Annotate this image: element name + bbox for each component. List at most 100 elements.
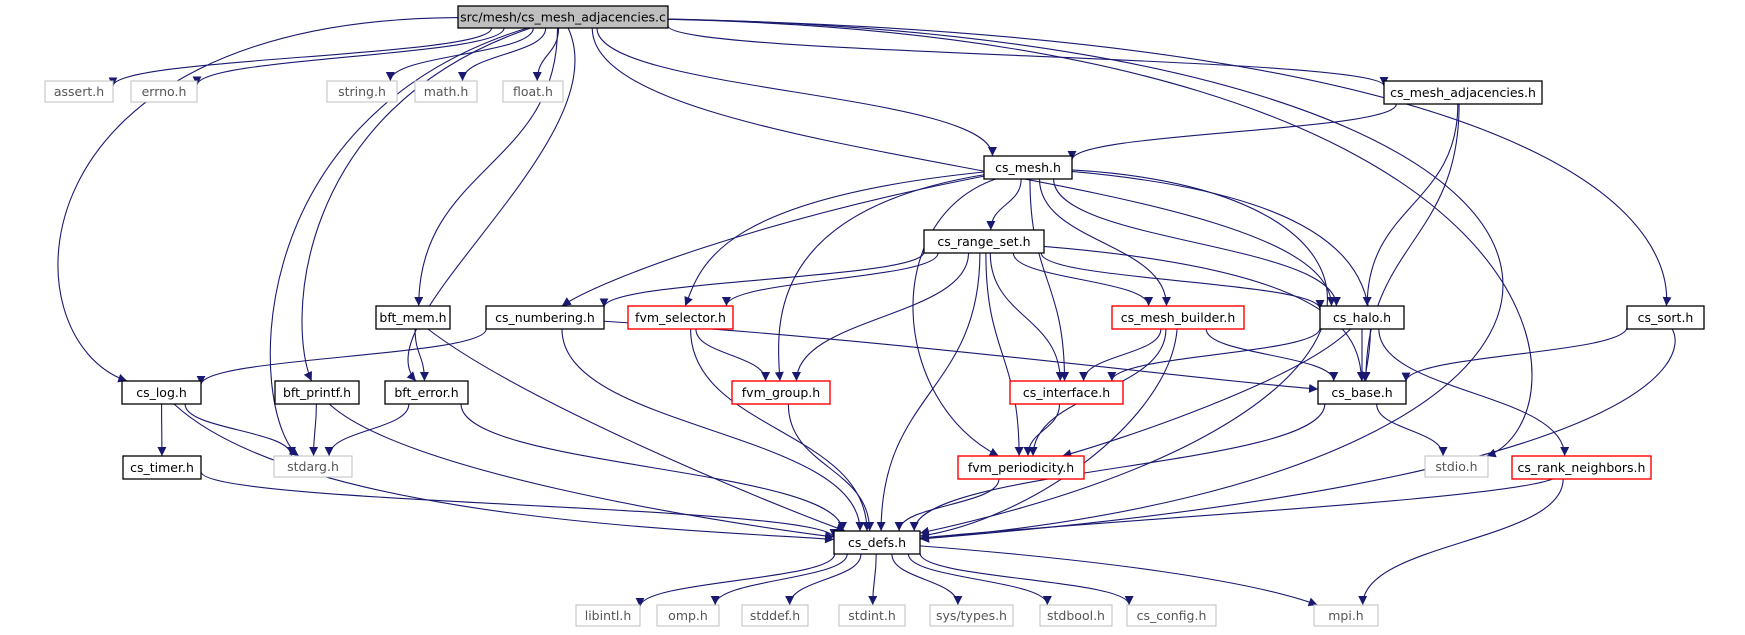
- node-box: [983, 155, 1073, 180]
- node-fvm-group[interactable]: fvm_group.h: [731, 380, 831, 405]
- node-string[interactable]: string.h: [326, 80, 398, 103]
- edge-bft-printf-to-defs: [328, 403, 835, 541]
- edge-mesh-builder-to-base: [1205, 328, 1339, 382]
- edge-root-to-bft-mem: [414, 27, 559, 307]
- node-base[interactable]: cs_base.h: [1317, 380, 1407, 405]
- node-label: bft_printf.h: [283, 385, 351, 400]
- node-label: sys/types.h: [936, 608, 1007, 623]
- edge-root-to-float: [532, 27, 560, 82]
- node-label: bft_error.h: [394, 385, 458, 400]
- edge-range-set-to-mesh-builder: [1012, 252, 1154, 307]
- edge-range-set-to-defs: [876, 252, 981, 532]
- node-box: [384, 380, 469, 405]
- node-label: cs_base.h: [1331, 385, 1392, 400]
- node-box: [1383, 80, 1543, 105]
- edge-mesh-to-base: [1071, 170, 1371, 382]
- node-box: [1039, 604, 1113, 627]
- edge-root-to-string: [385, 27, 534, 82]
- node-defs[interactable]: cs_defs.h: [833, 530, 921, 555]
- node-root[interactable]: src/mesh/cs_mesh_adjacencies.c: [457, 5, 669, 29]
- node-label: cs_defs.h: [848, 535, 906, 550]
- edge-mesh-to-range-set: [986, 178, 1022, 231]
- edge-root-to-defs: [667, 18, 1504, 543]
- node-halo[interactable]: cs_halo.h: [1319, 305, 1405, 330]
- node-assert[interactable]: assert.h: [44, 80, 114, 103]
- edge-root-to-bft-printf: [301, 27, 531, 382]
- node-box: [1317, 380, 1407, 405]
- node-mesh[interactable]: cs_mesh.h: [983, 155, 1073, 180]
- node-fvm-periodicity[interactable]: fvm_periodicity.h: [957, 455, 1085, 480]
- node-label: libintl.h: [585, 608, 632, 623]
- node-box: [326, 80, 398, 103]
- node-mpi[interactable]: mpi.h: [1313, 604, 1379, 627]
- node-fvm-selector[interactable]: fvm_selector.h: [627, 305, 734, 330]
- node-errno[interactable]: errno.h: [130, 80, 198, 103]
- node-interface[interactable]: cs_interface.h: [1009, 380, 1124, 405]
- edge-halo-to-rank-neighbors: [1378, 328, 1570, 457]
- node-adj-h[interactable]: cs_mesh_adjacencies.h: [1383, 80, 1543, 105]
- edge-range-set-to-fvm-group: [791, 252, 970, 382]
- node-stdbool[interactable]: stdbool.h: [1039, 604, 1113, 627]
- node-box: [502, 80, 564, 103]
- edge-halo-to-interface: [1107, 328, 1321, 382]
- node-numbering[interactable]: cs_numbering.h: [485, 305, 605, 330]
- node-box: [1313, 604, 1379, 627]
- edge-defs-to-config: [919, 552, 1134, 606]
- edge-fvm-selector-to-fvm-group: [695, 328, 771, 382]
- node-sort[interactable]: cs_sort.h: [1626, 305, 1705, 330]
- node-stddef[interactable]: stddef.h: [741, 604, 809, 627]
- node-mesh-builder[interactable]: cs_mesh_builder.h: [1111, 305, 1245, 330]
- node-sys-types[interactable]: sys/types.h: [929, 604, 1014, 627]
- node-timer[interactable]: cs_timer.h: [122, 455, 202, 480]
- node-box: [741, 604, 809, 627]
- node-bft-printf[interactable]: bft_printf.h: [274, 380, 360, 405]
- node-omp[interactable]: omp.h: [656, 604, 720, 627]
- node-config[interactable]: cs_config.h: [1126, 604, 1217, 627]
- node-box: [122, 455, 202, 480]
- node-log[interactable]: cs_log.h: [121, 380, 202, 405]
- edge-mesh-to-interface: [1029, 178, 1070, 382]
- node-box: [1111, 305, 1245, 330]
- edge-root-to-mesh: [596, 27, 997, 157]
- node-box: [121, 380, 202, 405]
- node-box: [1424, 455, 1489, 478]
- node-label: float.h: [513, 84, 553, 99]
- edge-defs-to-mpi: [919, 545, 1318, 607]
- node-label: cs_log.h: [136, 385, 187, 400]
- node-label: mpi.h: [1328, 608, 1363, 623]
- edge-bft-error-to-stdarg: [324, 403, 410, 457]
- edge-defs-to-libintl: [635, 553, 836, 607]
- edge-bft-mem-to-defs: [427, 328, 846, 533]
- node-label: string.h: [338, 84, 386, 99]
- node-box: [923, 229, 1045, 254]
- node-stdio[interactable]: stdio.h: [1424, 455, 1489, 478]
- edge-root-to-stdio: [667, 18, 1533, 458]
- edge-sort-to-defs: [919, 328, 1676, 543]
- nodes-layer: src/mesh/cs_mesh_adjacencies.c assert.h er…: [44, 5, 1705, 627]
- edge-sort-to-base: [1401, 326, 1628, 382]
- node-float[interactable]: float.h: [502, 80, 564, 103]
- edge-log-to-defs: [173, 403, 835, 544]
- node-stdint[interactable]: stdint.h: [838, 604, 906, 627]
- node-box: [1126, 604, 1217, 627]
- edge-numbering-to-defs: [561, 328, 865, 532]
- node-box: [838, 604, 906, 627]
- node-box: [44, 80, 114, 103]
- node-label: cs_interface.h: [1023, 385, 1110, 400]
- node-bft-error[interactable]: bft_error.h: [384, 380, 469, 405]
- edge-bft-printf-to-stdarg: [309, 403, 319, 457]
- node-range-set[interactable]: cs_range_set.h: [923, 229, 1045, 254]
- node-label: cs_config.h: [1137, 608, 1207, 623]
- edge-mesh-builder-to-interface: [1079, 328, 1162, 382]
- edge-fvm-periodicity-to-defs: [894, 478, 1000, 532]
- node-libintl[interactable]: libintl.h: [575, 604, 641, 627]
- edge-bft-error-to-defs: [460, 403, 847, 532]
- node-label: cs_mesh.h: [995, 160, 1061, 175]
- node-rank-neighbors[interactable]: cs_rank_neighbors.h: [1511, 455, 1652, 480]
- node-stdarg[interactable]: stdarg.h: [273, 455, 353, 478]
- edge-mesh-to-fvm-selector: [684, 171, 985, 307]
- node-math[interactable]: math.h: [414, 80, 478, 103]
- node-bft-mem[interactable]: bft_mem.h: [375, 305, 451, 330]
- node-box: [274, 380, 360, 405]
